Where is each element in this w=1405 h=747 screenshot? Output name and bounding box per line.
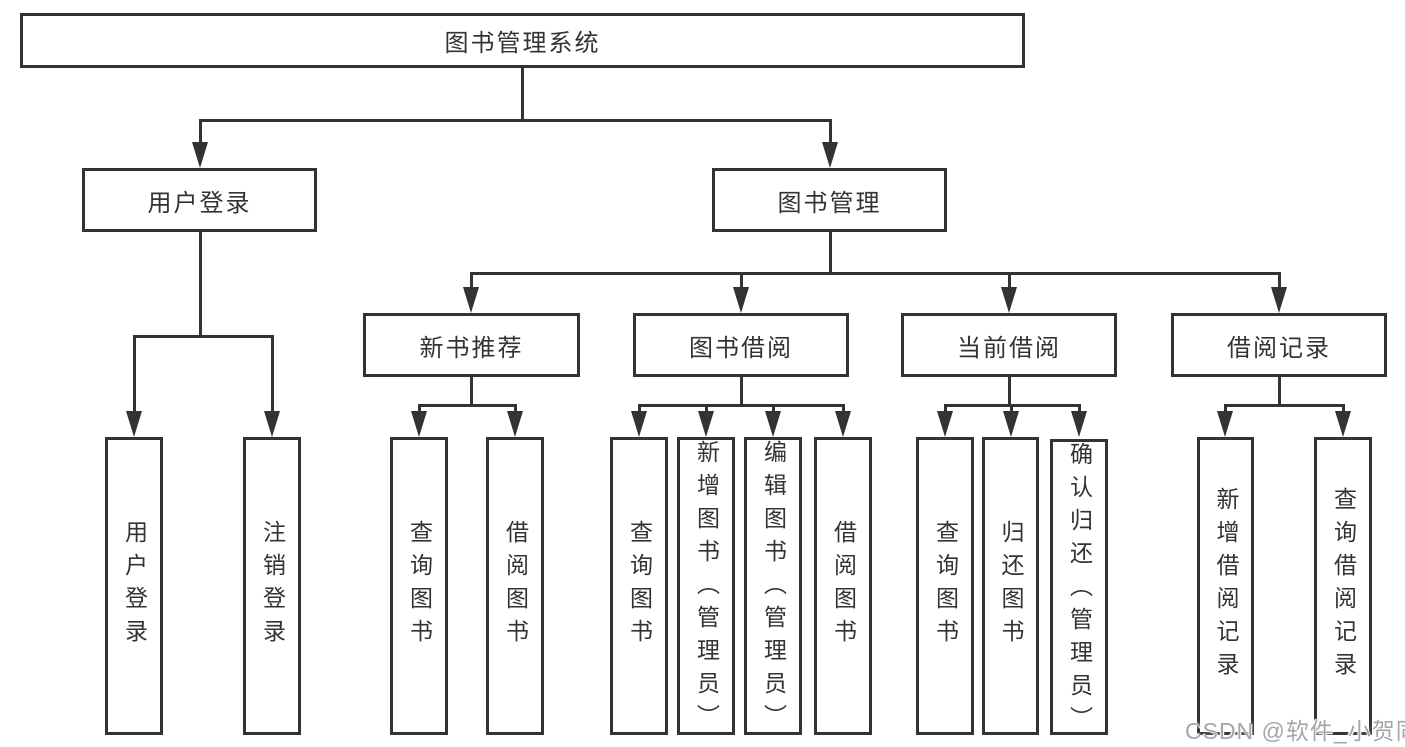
- leaf-add-book-admin: 新增图书（管理员）: [677, 437, 735, 737]
- arrow-down-icon: [822, 142, 838, 168]
- leaf-logout: 注销登录: [243, 437, 301, 735]
- node-book-management: 图书管理: [712, 168, 947, 232]
- connector-line: [944, 405, 947, 415]
- leaf-return-book-label: 归还图书: [998, 520, 1024, 652]
- connector-line: [705, 405, 708, 415]
- arrow-down-icon: [192, 142, 208, 168]
- node-borrowing-records-label: 借阅记录: [1227, 334, 1331, 362]
- connector-line: [1278, 375, 1281, 407]
- connector-line: [470, 273, 473, 291]
- node-borrowing-records: 借阅记录: [1171, 313, 1387, 377]
- arrow-down-icon: [1003, 411, 1019, 437]
- connector-line: [1278, 273, 1281, 291]
- leaf-edit-book-admin: 编辑图书（管理员）: [744, 437, 802, 737]
- connector-line: [199, 230, 202, 338]
- leaf-query-borrow-record: 查询借阅记录: [1314, 437, 1372, 735]
- arrow-down-icon: [765, 411, 781, 437]
- node-new-book-recommendation: 新书推荐: [363, 313, 580, 377]
- node-book-borrowing-label: 图书借阅: [689, 334, 793, 362]
- connector-line: [199, 120, 202, 146]
- leaf-add-book-admin-label: 新增图书（管理员）: [693, 440, 720, 737]
- connector-line: [133, 336, 136, 415]
- arrow-down-icon: [1217, 411, 1233, 437]
- arrow-down-icon: [1271, 287, 1287, 313]
- arrow-down-icon: [1071, 411, 1087, 437]
- leaf-query-books-borrow-label: 查询图书: [626, 520, 653, 652]
- leaf-user-login: 用户登录: [105, 437, 163, 735]
- arrow-down-icon: [631, 411, 647, 437]
- leaf-query-books-recommend: 查询图书: [390, 437, 448, 735]
- node-new-book-recommendation-label: 新书推荐: [419, 334, 524, 362]
- connector-line: [521, 66, 524, 122]
- connector-line: [829, 230, 832, 275]
- connector-line: [199, 119, 832, 122]
- connector-line: [418, 404, 517, 407]
- arrow-down-icon: [698, 411, 714, 437]
- connector-line: [514, 405, 517, 415]
- leaf-confirm-return-admin: 确认归还（管理员）: [1050, 439, 1108, 739]
- connector-line: [1008, 273, 1011, 291]
- arrow-down-icon: [733, 287, 749, 313]
- arrow-down-icon: [264, 411, 280, 437]
- connector-line: [1010, 405, 1013, 415]
- leaf-edit-book-admin-label: 编辑图书（管理员）: [760, 440, 787, 737]
- leaf-query-books-current: 查询图书: [916, 437, 974, 735]
- leaf-query-books-borrow: 查询图书: [610, 437, 668, 735]
- leaf-query-borrow-record-label: 查询借阅记录: [1330, 487, 1357, 685]
- connector-line: [1224, 404, 1345, 407]
- leaf-add-borrow-record-label: 新增借阅记录: [1213, 487, 1239, 685]
- node-current-borrowing: 当前借阅: [901, 313, 1117, 377]
- node-user-login-label: 用户登录: [147, 189, 252, 217]
- connector-line: [740, 273, 743, 291]
- node-book-borrowing: 图书借阅: [633, 313, 849, 377]
- arrow-down-icon: [835, 411, 851, 437]
- leaf-borrow-books-2: 借阅图书: [814, 437, 872, 735]
- connector-line: [842, 405, 845, 415]
- connector-line: [1078, 405, 1081, 415]
- leaf-logout-label: 注销登录: [259, 520, 286, 652]
- node-user-login: 用户登录: [82, 168, 317, 232]
- node-book-management-label: 图书管理: [777, 189, 882, 217]
- connector-line: [470, 375, 473, 407]
- leaf-borrow-books-recommend: 借阅图书: [486, 437, 544, 735]
- connector-line: [1342, 405, 1345, 415]
- leaf-query-books-recommend-label: 查询图书: [406, 520, 433, 652]
- node-library-management-system-label: 图书管理系统: [444, 30, 601, 57]
- leaf-confirm-return-admin-label: 确认归还（管理员）: [1066, 442, 1093, 739]
- connector-line: [638, 404, 845, 407]
- arrow-down-icon: [937, 411, 953, 437]
- connector-line: [740, 375, 743, 407]
- node-library-management-system: 图书管理系统: [20, 13, 1025, 68]
- connector-line: [133, 335, 274, 338]
- connector-line: [418, 405, 421, 415]
- connector-line: [470, 272, 1281, 275]
- leaf-return-book: 归还图书: [982, 437, 1039, 735]
- arrow-down-icon: [411, 411, 427, 437]
- node-current-borrowing-label: 当前借阅: [957, 334, 1061, 362]
- leaf-user-login-label: 用户登录: [121, 520, 148, 652]
- arrow-down-icon: [463, 287, 479, 313]
- leaf-query-books-current-label: 查询图书: [932, 520, 959, 652]
- leaf-add-borrow-record: 新增借阅记录: [1197, 437, 1254, 735]
- connector-line: [1224, 405, 1227, 415]
- connector-line: [772, 405, 775, 415]
- connector-line: [638, 405, 641, 415]
- arrow-down-icon: [507, 411, 523, 437]
- watermark: CSDN @软件_小贺同学: [1185, 718, 1405, 744]
- arrow-down-icon: [1001, 287, 1017, 313]
- arrow-down-icon: [126, 411, 142, 437]
- leaf-borrow-books-2-label: 借阅图书: [830, 520, 857, 652]
- arrow-down-icon: [1335, 411, 1351, 437]
- connector-line: [1008, 375, 1011, 407]
- leaf-borrow-books-recommend-label: 借阅图书: [502, 520, 529, 652]
- connector-line: [829, 120, 832, 146]
- connector-line: [271, 336, 274, 415]
